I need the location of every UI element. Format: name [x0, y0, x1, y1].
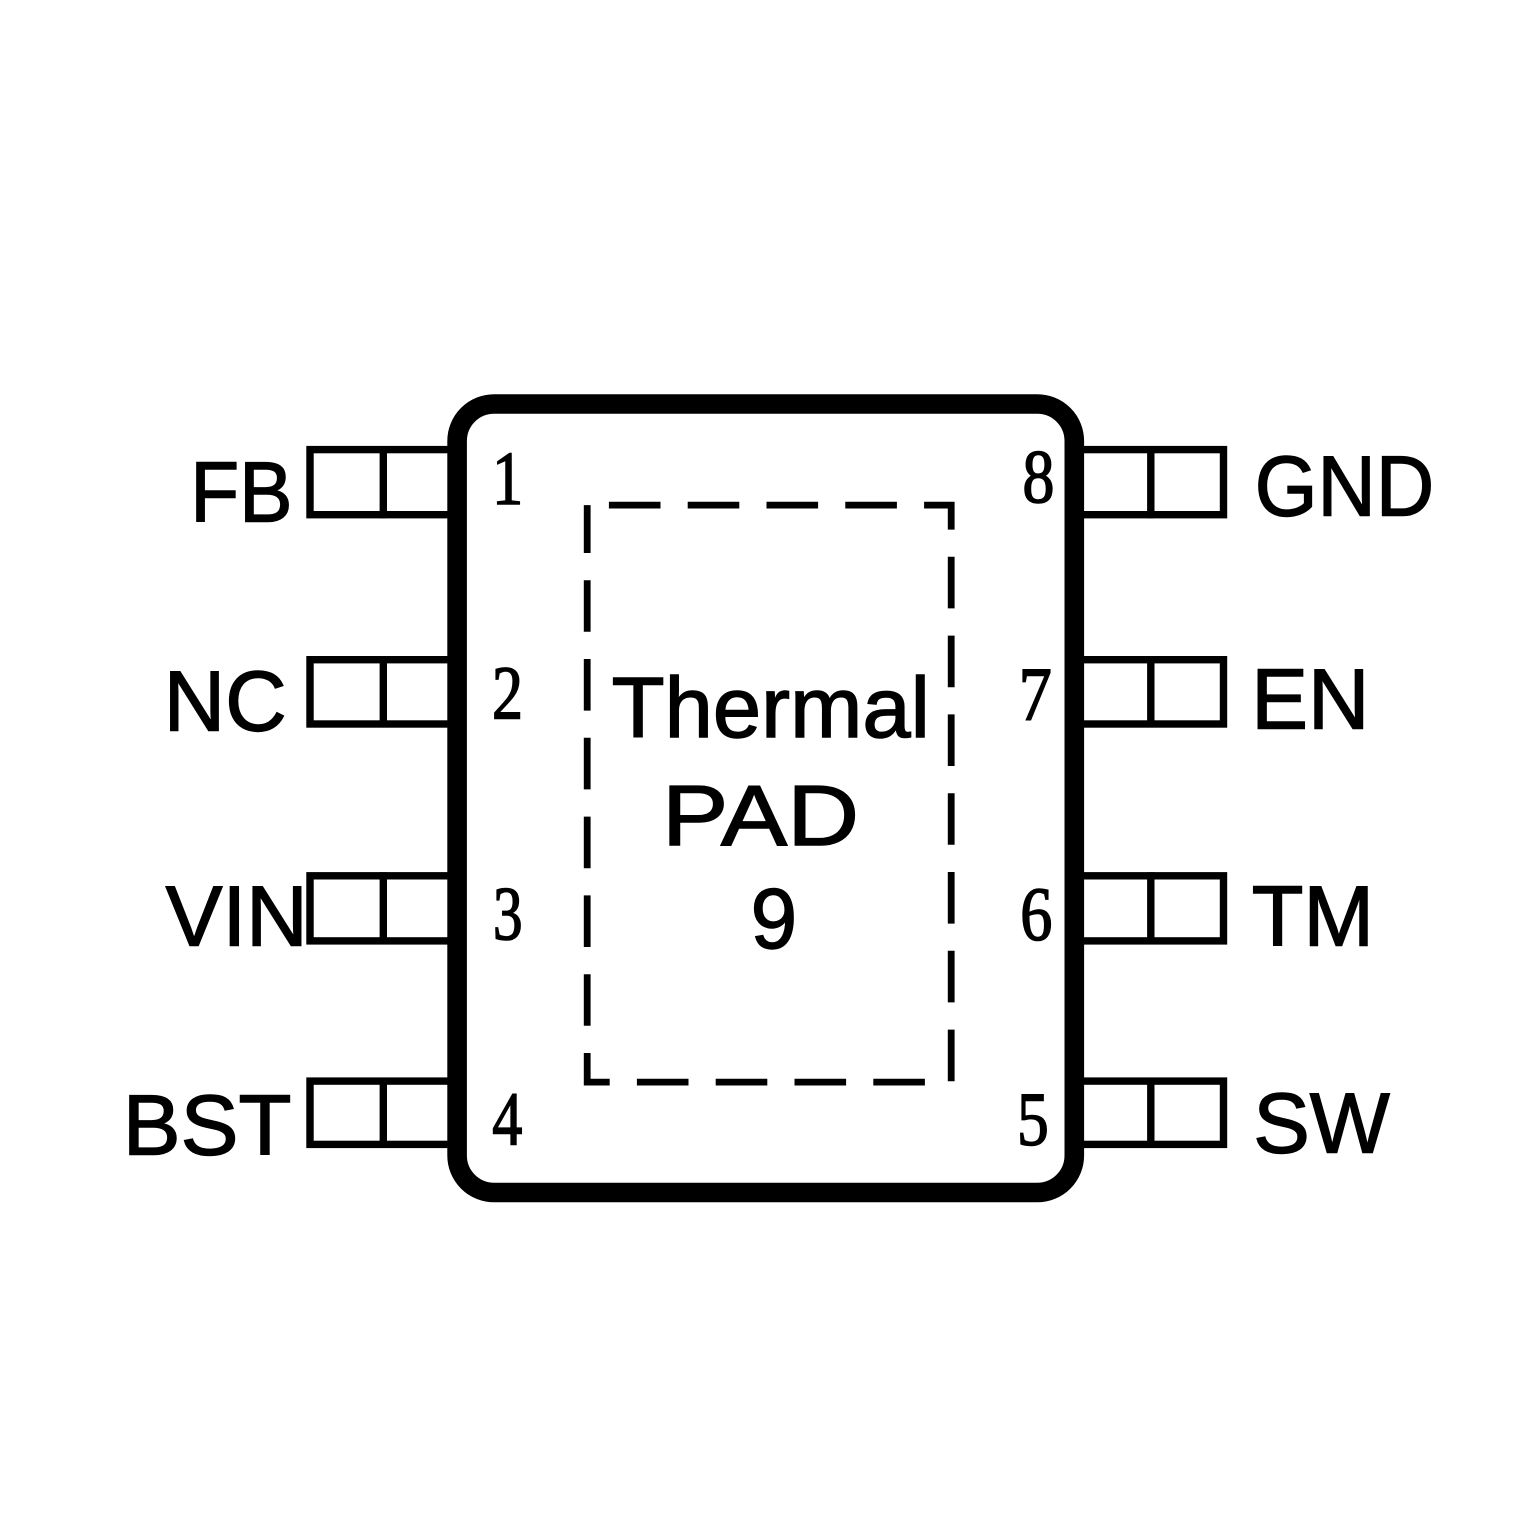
svg-text:4: 4: [492, 1077, 522, 1161]
svg-text:6: 6: [1020, 873, 1052, 957]
svg-text:SW: SW: [1253, 1076, 1390, 1171]
svg-text:TM: TM: [1252, 870, 1374, 965]
svg-text:8: 8: [1023, 436, 1055, 520]
svg-text:5: 5: [1017, 1078, 1049, 1162]
svg-text:EN: EN: [1251, 652, 1369, 747]
svg-text:3: 3: [493, 873, 523, 957]
svg-text:9: 9: [751, 872, 798, 967]
svg-text:BST: BST: [123, 1079, 292, 1174]
svg-text:1: 1: [492, 437, 523, 521]
svg-text:FB: FB: [190, 446, 292, 541]
svg-text:PAD: PAD: [662, 769, 859, 864]
svg-text:GND: GND: [1255, 439, 1434, 534]
svg-text:2: 2: [492, 652, 523, 736]
svg-text:7: 7: [1019, 653, 1052, 737]
svg-text:NC: NC: [164, 655, 287, 750]
svg-text:Thermal: Thermal: [612, 661, 930, 756]
svg-text:VIN: VIN: [166, 870, 308, 965]
